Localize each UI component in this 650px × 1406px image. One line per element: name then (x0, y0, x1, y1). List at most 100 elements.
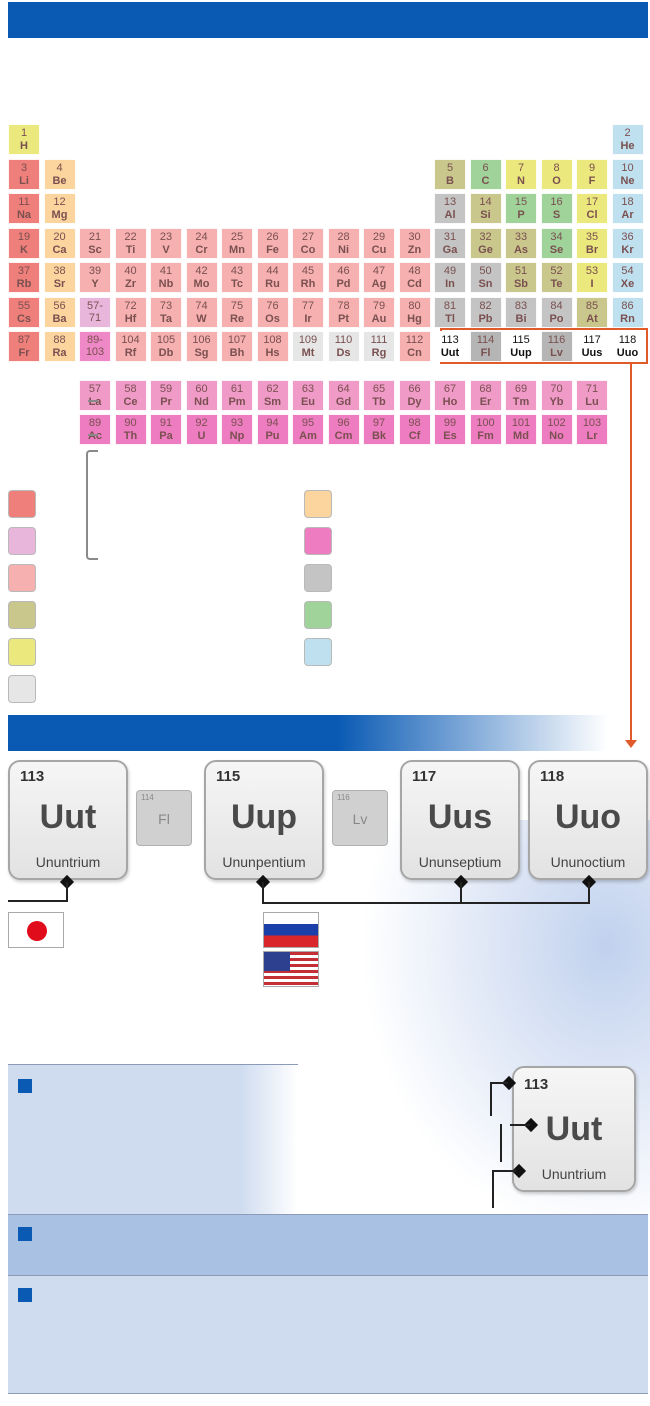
element-symbol: Mg (51, 209, 68, 221)
element-cell: 89- 103 (79, 331, 111, 362)
element-number: 34 (550, 230, 563, 243)
element-symbol: Li (19, 174, 29, 187)
element-number: 47 (372, 265, 386, 277)
element-number: 80 (408, 299, 421, 312)
element-symbol: Sm (263, 395, 282, 408)
element-number: 113 (20, 768, 45, 785)
element-symbol: Ge (478, 243, 493, 256)
element-symbol: Bi (515, 312, 527, 325)
element-number: 29 (372, 230, 386, 243)
element-tile-uus: 117 Uus Ununseptium (400, 760, 520, 880)
element-number: 87 (17, 334, 31, 346)
element-symbol: Uup (230, 798, 298, 836)
element-number: 59 (159, 382, 173, 395)
element-symbol: I (590, 278, 594, 290)
element-symbol: La (80, 396, 110, 409)
element-symbol: Nd (194, 395, 209, 408)
element-symbol: Hg (407, 312, 422, 325)
legend-swatch (304, 601, 332, 629)
element-symbol: Pt (338, 312, 349, 325)
element-cell: 57La (79, 379, 111, 411)
element-number: 6 (482, 161, 489, 174)
element-number: 113 (441, 334, 459, 346)
element-number: 75 (230, 299, 244, 312)
connector-line (8, 900, 68, 902)
element-name: Ununtrium (35, 854, 101, 870)
element-number: 67 (443, 382, 457, 395)
element-symbol: Ho (442, 395, 458, 408)
element-symbol: Cs (16, 312, 32, 325)
element-number: 84 (550, 299, 563, 312)
element-number: 98 (408, 417, 421, 429)
element-number: 91 (159, 417, 173, 429)
element-number: 96 (337, 417, 350, 429)
element-number: 4 (56, 161, 63, 174)
element-number: 113 (524, 1076, 549, 1093)
element-number: 32 (479, 230, 492, 243)
element-symbol: Pm (228, 395, 246, 408)
element-symbol: Zr (125, 278, 136, 290)
element-mini-lv: 116 Lv (332, 790, 388, 846)
element-symbol: Os (265, 312, 280, 325)
element-symbol: Md (513, 430, 529, 442)
legend-swatch (8, 601, 36, 629)
element-symbol: Ir (304, 312, 312, 325)
element-number: 116 (337, 793, 350, 802)
element-symbol: Cd (407, 278, 422, 290)
element-symbol: Hs (265, 347, 280, 359)
info-panel-1 (8, 1064, 298, 1214)
element-symbol: O (552, 174, 561, 187)
element-name: Ununtrium (541, 1166, 607, 1182)
element-number: 35 (585, 230, 599, 243)
element-number: 77 (301, 299, 315, 312)
element-number: 92 (195, 417, 208, 429)
element-symbol: Ti (125, 243, 136, 256)
legend-swatch (304, 564, 332, 592)
legend-swatch (8, 675, 36, 703)
element-symbol: Uut (440, 347, 460, 359)
element-symbol: Cl (586, 209, 598, 221)
legend-swatch (8, 490, 36, 518)
element-number: 9 (588, 161, 596, 174)
element-number: 111 (370, 334, 388, 346)
element-symbol: Tm (512, 395, 530, 408)
element-symbol: Kr (621, 243, 634, 256)
element-number: 11 (18, 196, 30, 208)
legend-swatch (8, 527, 36, 555)
element-tile-uup: 115 Uup Ununpentium (204, 760, 324, 880)
element-symbol: Be (52, 174, 67, 187)
element-symbol: F (588, 174, 596, 187)
element-symbol: Ra (52, 347, 67, 359)
element-symbol: Pr (160, 395, 172, 408)
element-symbol: Si (480, 209, 491, 221)
element-symbol: Lr (586, 430, 598, 442)
